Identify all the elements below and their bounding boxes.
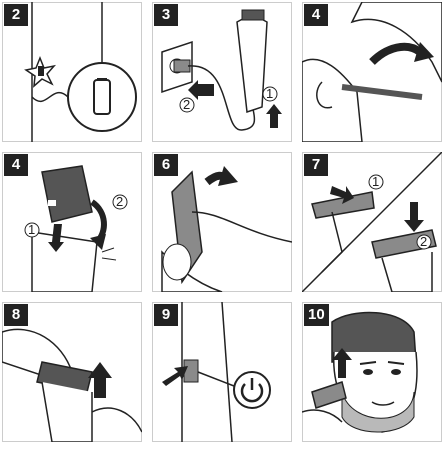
panel-step-4a: 4: [302, 2, 442, 142]
panel-step-9: 9: [152, 302, 292, 442]
step-badge: 4: [4, 154, 28, 176]
step-badge: 3: [154, 4, 178, 26]
panel-step-10: 10: [302, 302, 442, 442]
panel-step-3: 1 2 3: [152, 2, 292, 142]
callout-2: 2: [420, 234, 427, 249]
panel-step-8: 8: [2, 302, 142, 442]
callout-2: 2: [116, 194, 123, 209]
step-badge: 7: [304, 154, 328, 176]
step-badge: 9: [154, 304, 178, 326]
step-badge: 6: [154, 154, 178, 176]
panel-step-2: 2: [2, 2, 142, 142]
charging-indicator-icon: [93, 79, 111, 115]
callout-2: 2: [183, 97, 190, 112]
nose-trimmer-illustration: [152, 152, 292, 292]
panel-step-6: 6: [152, 152, 292, 292]
panel-step-4b: 1 2 4: [2, 152, 142, 292]
trim-beard-illustration: [302, 302, 442, 442]
open-cover-illustration: [302, 2, 442, 142]
charging-illustration: [2, 2, 142, 142]
switch-on-illustration: [152, 302, 292, 442]
step-badge: 8: [4, 304, 28, 326]
step-badge: 2: [4, 4, 28, 26]
step-badge: 4: [304, 4, 328, 26]
step-badge: 10: [304, 304, 329, 326]
panel-step-7: 1 2 7: [302, 152, 442, 292]
attach-comb-illustration: 1 2: [2, 152, 142, 292]
callout-1: 1: [28, 222, 35, 237]
click-head-illustration: [2, 302, 142, 442]
plug-in-illustration: 1 2: [152, 2, 292, 142]
callout-1: 1: [372, 174, 379, 189]
remove-head-illustration: 1 2: [302, 152, 442, 292]
callout-1: 1: [266, 86, 273, 101]
